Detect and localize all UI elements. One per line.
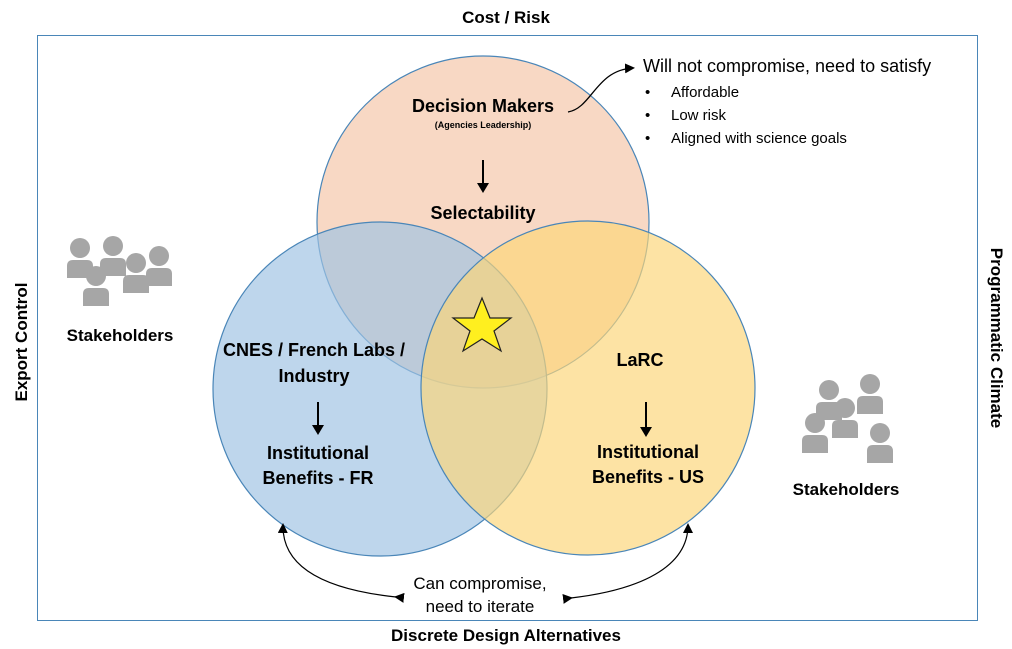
cnes-arrow bbox=[312, 402, 324, 435]
person-group-icon bbox=[67, 236, 172, 306]
satisfy-item-text: Aligned with science goals bbox=[671, 130, 847, 147]
larc-arrow bbox=[640, 402, 652, 437]
edge-label-bottom: Discrete Design Alternatives bbox=[391, 626, 621, 645]
cnes-benefits-line2: Benefits - FR bbox=[262, 468, 374, 488]
person-group-icon bbox=[802, 374, 893, 463]
diagram-frame bbox=[37, 35, 978, 621]
satisfy-item-text: Low risk bbox=[671, 107, 727, 124]
decision-makers-subtitle: (Agencies Leadership) bbox=[434, 120, 532, 130]
satisfy-item: • Affordable bbox=[643, 81, 931, 104]
compromise-line1: Can compromise, bbox=[413, 574, 547, 593]
cnes-title-line1: CNES / French Labs / bbox=[222, 340, 406, 360]
satisfy-list: • Affordable • Low risk • Aligned with scie… bbox=[643, 81, 931, 150]
larc-benefits-line1: Institutional bbox=[597, 442, 699, 462]
selectability-label: Selectability bbox=[430, 203, 536, 223]
compromise-text: Can compromise, need to iterate bbox=[390, 572, 570, 618]
circle-larc bbox=[420, 220, 756, 556]
satisfy-item: • Low risk bbox=[643, 104, 931, 127]
satisfy-item: • Aligned with science goals bbox=[643, 127, 931, 150]
edge-label-top: Cost / Risk bbox=[462, 8, 550, 27]
bullet-icon: • bbox=[645, 107, 651, 124]
bullet-icon: • bbox=[645, 130, 651, 147]
star-icon bbox=[451, 296, 513, 353]
cnes-title-line2: Industry bbox=[278, 366, 350, 386]
satisfy-arrow bbox=[567, 63, 635, 113]
compromise-arrow-left bbox=[277, 523, 405, 603]
stakeholders-right-label: Stakeholders bbox=[792, 480, 900, 499]
larc-title: LaRC bbox=[616, 350, 664, 370]
larc-benefits-line2: Benefits - US bbox=[591, 467, 705, 487]
compromise-arrow-right bbox=[562, 523, 693, 604]
bullet-icon: • bbox=[645, 84, 651, 101]
satisfy-heading: Will not compromise, need to satisfy bbox=[643, 56, 932, 76]
satisfy-item-text: Affordable bbox=[671, 84, 740, 101]
stakeholders-left-label: Stakeholders bbox=[66, 326, 174, 345]
decision-makers-arrow bbox=[477, 160, 489, 193]
compromise-line2: need to iterate bbox=[425, 597, 535, 616]
decision-makers-title: Decision Makers bbox=[411, 96, 555, 116]
cnes-benefits-line1: Institutional bbox=[267, 443, 369, 463]
satisfy-block: Will not compromise, need to satisfy • Af… bbox=[643, 56, 931, 150]
